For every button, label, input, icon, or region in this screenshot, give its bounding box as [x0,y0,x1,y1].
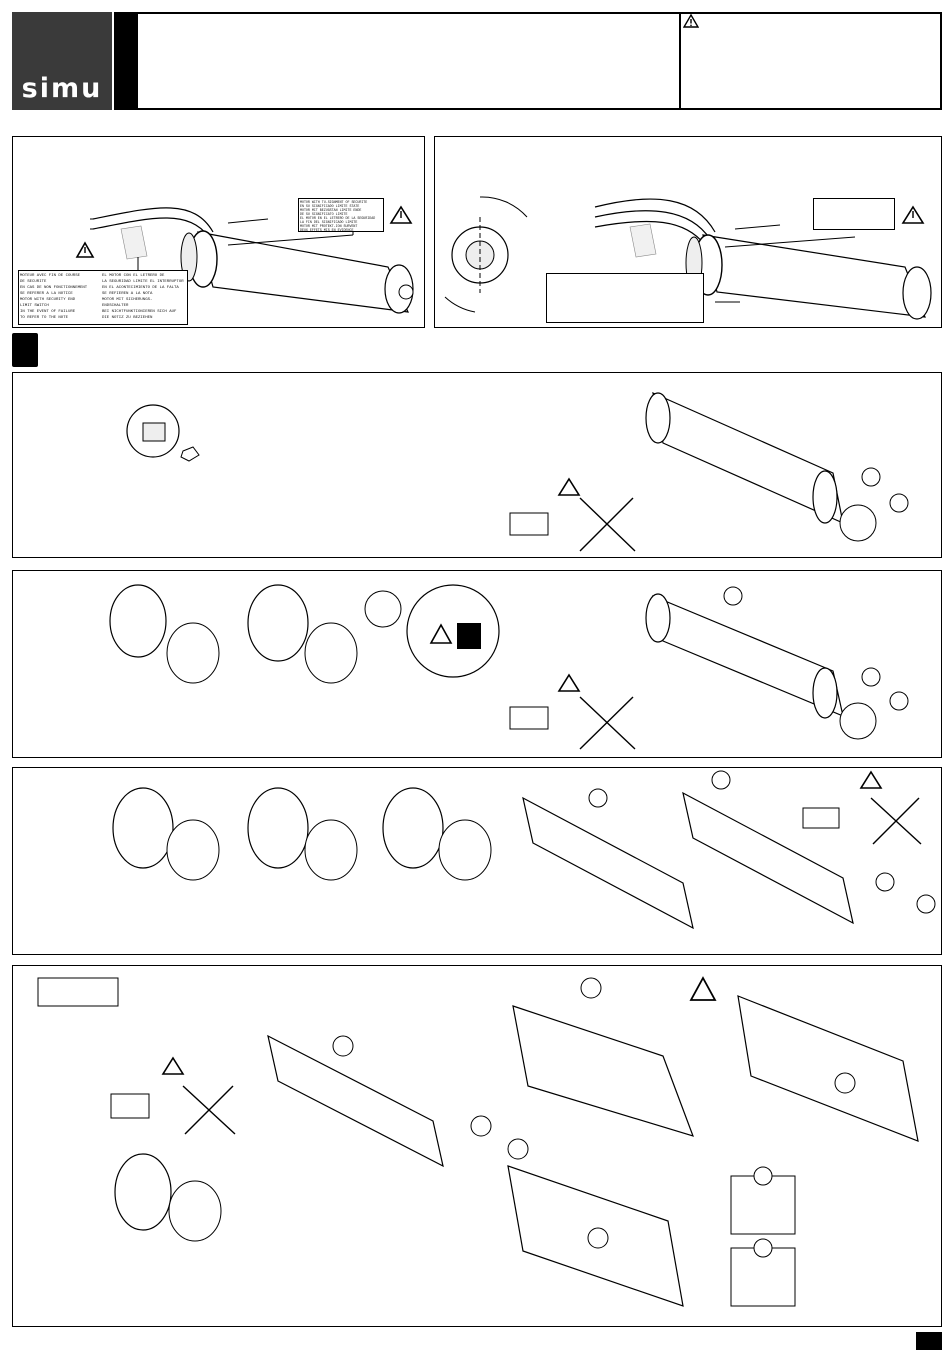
step-4-illustration [37,976,919,1307]
label-line: DIE NOTIZ ZU BEZIEHEN [102,316,153,320]
page-number-marker [916,1332,942,1350]
label-line: DE SECURITE [20,280,47,284]
warning-label-right-top [813,198,895,230]
label-line: MOTOR WITH TU-SIGNMENT OF SECURITE [300,200,368,204]
label-line: SE REFIEREN A LA NOTA [102,292,153,296]
label-line: ENDSCHALTER [102,304,129,308]
section-marker [12,333,38,367]
step-panel-4 [12,965,942,1327]
label-line: IN THE EVENT OF FAILURE [20,310,76,314]
label-line: LA SEGURIDAD LIMITE EL INTERRUPTOR [102,280,184,284]
label-line: LIMIT SWITCH [20,304,49,308]
panel-motor-left [12,136,425,328]
label-line: DEUX EFFETS MIS EN EVIDENCE [300,228,354,232]
header-black-bar [114,12,138,110]
warning-label-right [546,273,704,323]
motor-illustration-left [75,205,414,314]
warning-label-left [18,270,188,325]
label-line: MOTOR WITH SECURITY END [20,298,76,302]
warning-label-left-es: EL MOTOR CON EL LETRERO DE LA SEGURIDAD … [102,273,186,321]
step-1-illustration [126,391,909,552]
brand-logo-text: simu [21,73,103,104]
label-line: EL MOTOR CON EL LETRERO DE [102,274,165,278]
warning-label-left-fr: MOTEUR AVEC FIN DE COURSE DE SECURITE EN… [20,273,104,321]
step-panel-3 [12,767,942,955]
label-line: EN CAS DE NON FONCTIONNEMENT [20,286,88,290]
step-panel-1 [12,372,942,558]
label-line: EN EL ACONTECIMIENTO DE LA FALTA [102,286,179,290]
step-3-illustration [112,770,936,930]
step-2-illustration [109,584,909,750]
label-line: MOTOR MIT SICHERUNGS- [102,298,153,302]
label-line: LA FIN DEL SIGNIFICADO LIMITE [300,220,358,224]
header-warning-icon [683,14,699,28]
label-line: MOTOR MIT BEZUGSTAN LIMITE ENDE [300,208,362,212]
label-line: TO REFER TO THE NOTE [20,316,69,320]
label-line: SE REFERER A LA NOTICE [20,292,73,296]
header-divider [679,12,681,110]
header-frame [114,12,942,110]
label-line: BEI NICHTFUNKTIONIEREN SICH AUF [102,310,177,314]
label-line: MOTEUR AVEC FIN DE COURSE [20,274,81,278]
step-panel-2 [12,570,942,758]
brand-logo: simu [12,12,112,110]
warning-label-top [298,198,384,232]
motor-illustration-right [444,196,932,320]
label-line: EN SU SIGNIFICADO LIMITE STATE [300,204,360,208]
label-line: EL MOTOR EN EL LETRERO DE LA SEGURIDAD [300,216,376,220]
label-line: DE SU SIGNIFICATO LIMITE [300,212,348,216]
warning-label-top-text: MOTOR WITH TU-SIGNMENT OF SECURITE EN SU… [300,200,384,232]
label-line: MOTOR MIT PROTEKT-ION SURVENT [300,224,358,228]
